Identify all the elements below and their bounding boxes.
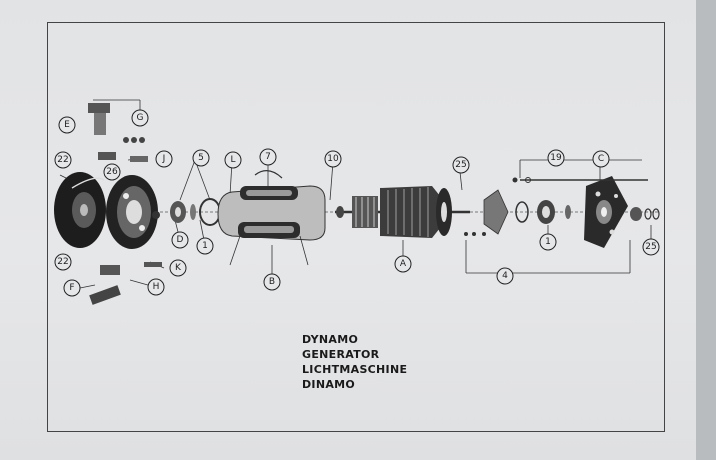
caption-line-3: LICHTMASCHINE [302,363,408,376]
label-F: F [69,283,74,293]
label-10: 10 [327,154,339,164]
callout-L [224,151,242,169]
brush-holder-assembly [88,103,162,305]
label-A: A [400,259,407,269]
label-25-top: 25 [455,160,466,170]
callout-F [63,279,81,297]
callout-7 [259,148,277,166]
label-25-bottom: 25 [645,242,656,252]
caption-line-2: GENERATOR [302,348,380,361]
label-L: L [230,155,235,165]
nut-and-washer-25 [630,207,660,221]
caption-line-1: DYNAMO [302,333,359,346]
through-bolts-19 [512,177,648,183]
end-cover [106,175,160,249]
label-C: C [598,154,604,164]
label-B: B [269,277,275,287]
callout-E [58,116,76,134]
callout-4 [496,267,514,285]
label-G: G [137,113,144,123]
callout-K [169,259,187,277]
label-D: D [177,235,184,245]
label-5: 5 [198,153,204,163]
callout-G [131,109,149,127]
callout-D [171,231,189,249]
callout-H [147,278,165,296]
label-7: 7 [265,152,271,162]
callout-22-top [54,151,72,169]
front-housing-C [584,176,628,248]
callout-25-top [452,156,470,174]
label-E: E [64,120,70,130]
callout-10 [324,150,342,168]
callout-1-right [539,233,557,251]
callout-A [394,255,412,273]
label-1-left: 1 [202,241,208,251]
callout-1-left [196,237,214,255]
callout-B [263,273,281,291]
label-19: 19 [550,153,562,163]
rear-housing-22 [54,172,106,248]
caption-line-4: DINAMO [302,378,356,391]
callout-5 [192,149,210,167]
drive-end-parts [464,189,571,236]
callout-C [592,150,610,168]
diagram-frame [47,22,665,432]
callout-26 [103,163,121,181]
label-22-top: 22 [57,155,68,165]
label-H: H [153,282,160,292]
label-22-bottom: 22 [57,257,68,267]
label-K: K [175,263,182,273]
callout-25-bottom [642,238,660,256]
armature-A [335,186,470,238]
label-26: 26 [106,167,118,177]
label-1-right: 1 [545,237,551,247]
label-4: 4 [502,271,508,281]
callout-J [155,150,173,168]
callout-19 [547,149,565,167]
callout-22-bottom [54,253,72,271]
field-housing-B [217,170,326,266]
leader-lines [59,99,652,289]
page-edge [696,0,716,460]
label-J: J [162,154,166,164]
bearing-and-washers [170,198,221,226]
